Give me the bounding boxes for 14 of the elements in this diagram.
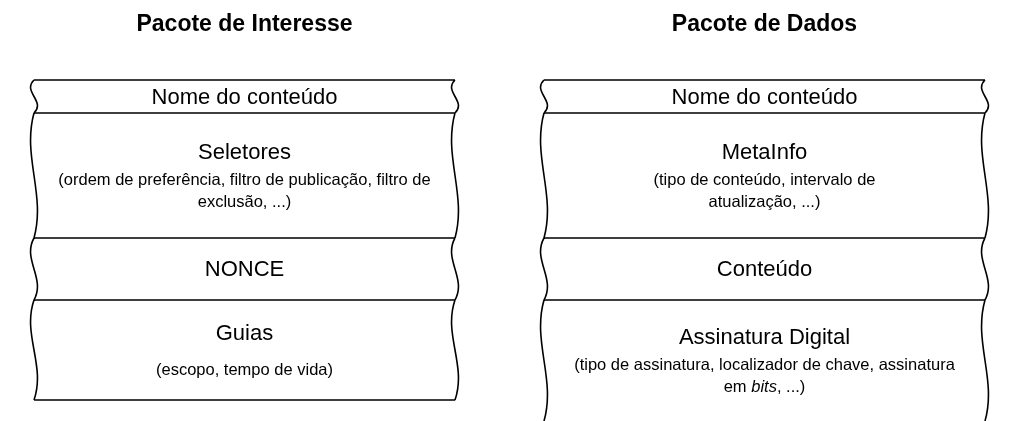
field-description: (tipo de assinatura, localizador de chave, assinatura em bits, ...) [573,353,956,397]
field-name: Guias [215,319,274,346]
field-description: (tipo de conteúdo, intervalo de atualização, ...) [652,168,877,212]
packet-title: Pacote de Interesse [136,10,353,37]
packet-title: Pacote de Dados [671,10,858,37]
field-name: NONCE [204,256,285,282]
field-name: Nome do conteúdo [671,83,858,110]
field-name: Assinatura Digital [678,323,851,350]
field-name: Nome do conteúdo [151,83,338,110]
field-name: Seletores [198,138,291,165]
field-name: Conteúdo [716,256,813,282]
field-name: MetaInfo [721,138,808,165]
field-description: (ordem de preferência, filtro de publicação, filtro de exclusão, ...) [57,168,432,212]
field-description: (escopo, tempo de vida) [156,358,333,380]
